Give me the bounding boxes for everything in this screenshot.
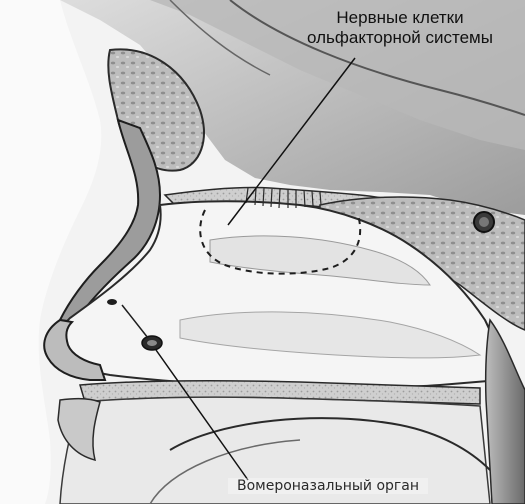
olfactory-label-line-2: ольфакторной системы: [280, 28, 520, 48]
olfactory-cells-label: Нервные клетки ольфакторной системы: [280, 8, 520, 47]
vomeronasal-organ-label: Вомероназальный орган: [228, 478, 428, 494]
vomeronasal-label-text: Вомероназальный орган: [228, 478, 428, 494]
vomeronasal-duct-mark: [107, 299, 117, 305]
olfactory-label-line-1: Нервные клетки: [280, 8, 520, 28]
